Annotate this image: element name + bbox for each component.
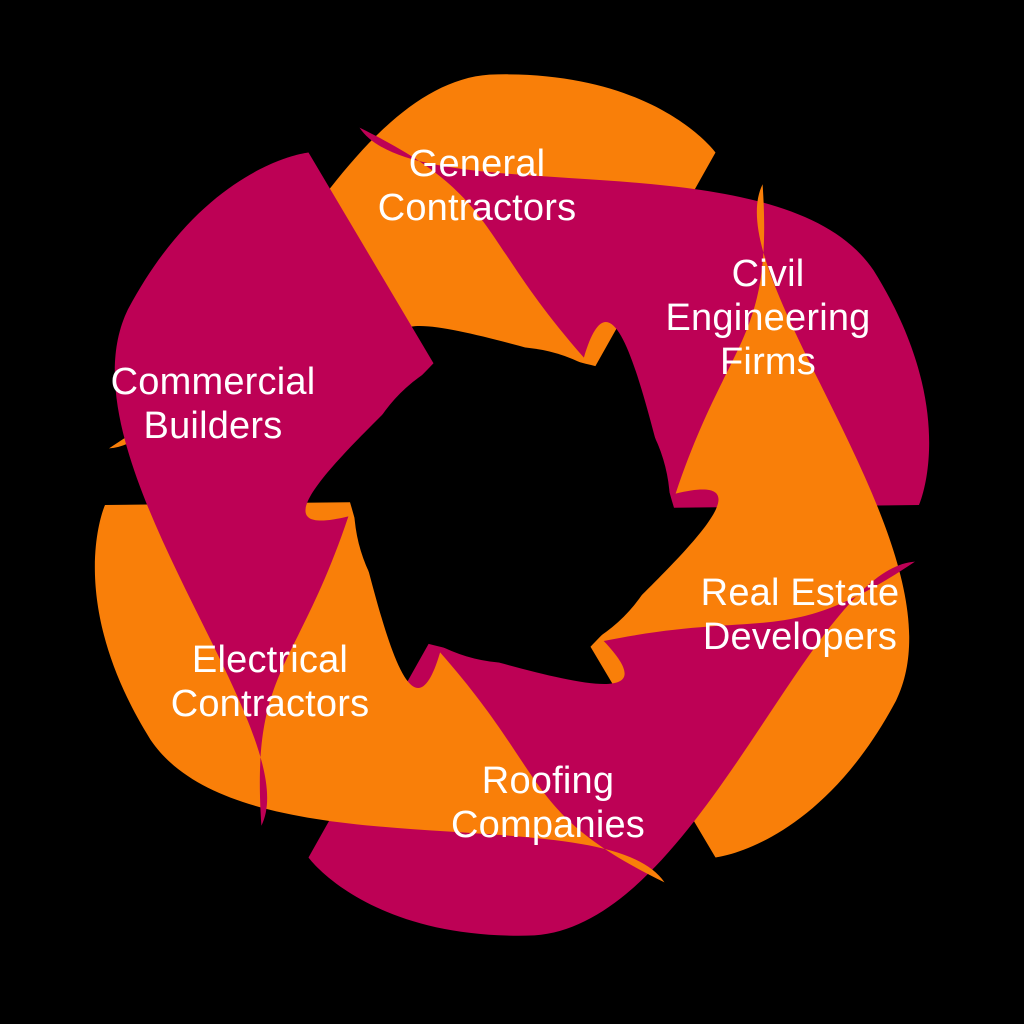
- center-hub: [354, 347, 670, 663]
- petal-group: [94, 74, 930, 936]
- segment-commercial-builders[interactable]: [114, 152, 434, 826]
- segment-roofing-companies[interactable]: [308, 561, 916, 936]
